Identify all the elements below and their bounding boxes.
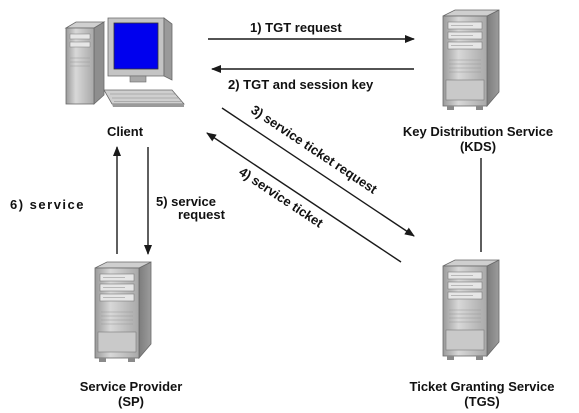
- tgs-label-abbr: (TGS): [464, 394, 499, 409]
- sp-label-abbr: (SP): [118, 394, 144, 409]
- tgs-server-icon: [442, 259, 500, 361]
- kds-label: Key Distribution Service: [403, 124, 553, 139]
- kds-server-icon: [442, 9, 500, 111]
- tgt-request-label: 1) TGT request: [250, 20, 342, 35]
- tgs-label: Ticket Granting Service: [410, 379, 555, 394]
- tgt-session-key-label: 2) TGT and session key: [228, 77, 374, 92]
- service-ticket-arrow: [206, 132, 402, 263]
- service-label: 6) service: [10, 197, 85, 212]
- client-computer-icon: [64, 17, 185, 107]
- service-request-label-line2: request: [178, 207, 226, 222]
- service-ticket-label: 4) service ticket: [236, 164, 326, 231]
- sp-server-icon: [94, 261, 152, 363]
- sp-label: Service Provider: [80, 379, 183, 394]
- service-ticket-request-arrow: [221, 107, 415, 237]
- client-label: Client: [107, 124, 144, 139]
- service-request-label-line1: 5) service: [156, 194, 216, 209]
- kds-label-abbr: (KDS): [460, 139, 496, 154]
